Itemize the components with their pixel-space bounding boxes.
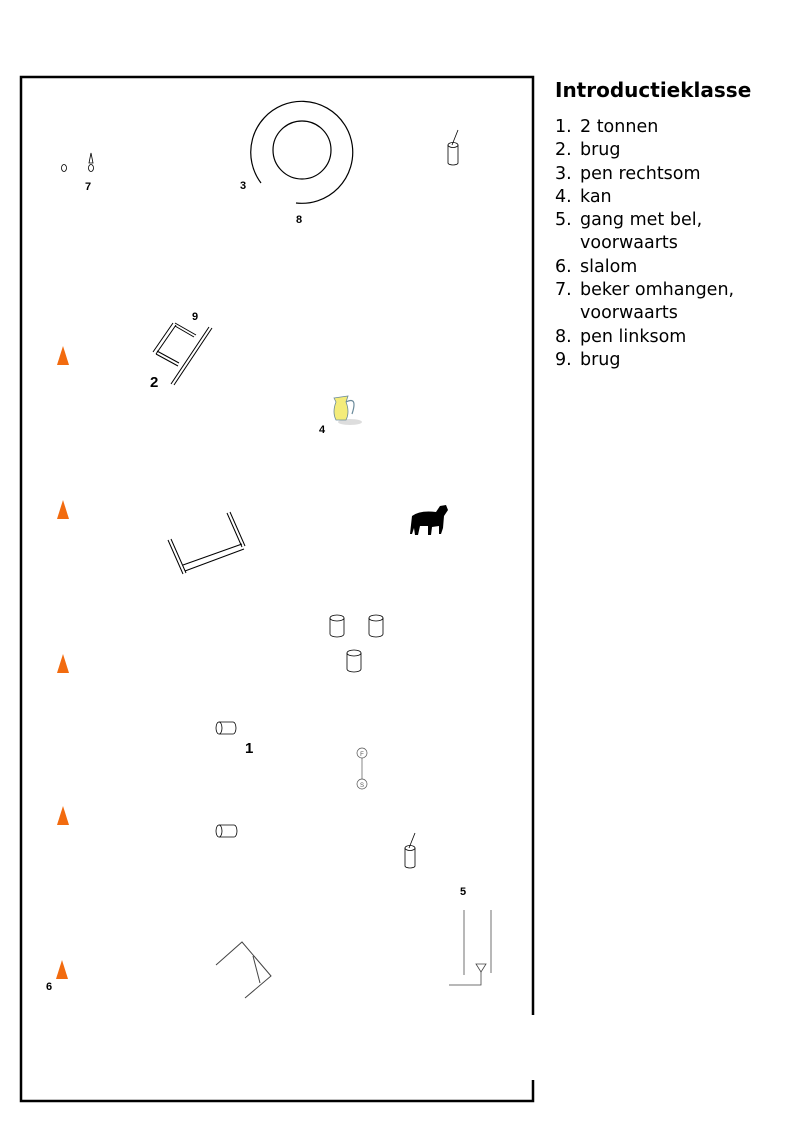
bridge-obstacle-top [152, 322, 213, 386]
legend-item: 9.brug [555, 349, 621, 370]
barrel-with-pole-icon [447, 129, 459, 166]
legend-item: 1.2 tonnen [555, 117, 659, 137]
slalom-cones [56, 346, 69, 979]
legend-item: 2.brug [555, 140, 621, 161]
cone-icon [57, 806, 69, 825]
cone-icon [56, 960, 68, 979]
corridor-with-bell [449, 910, 492, 986]
legend-item: 4.kan [555, 186, 612, 207]
jug-icon [333, 395, 362, 425]
legend: Introductieklasse 1.2 tonnen 2.brug 3.pe… [555, 78, 751, 372]
legend-list: 1.2 tonnen 2.brug 3.pen rechtsom 4.kan 5… [555, 116, 751, 372]
legend-item: 6.slalom [555, 256, 638, 277]
legend-item: 7.beker omhangen, voorwaarts [555, 280, 735, 324]
label-2: 2 [150, 374, 158, 391]
legend-item: 5.gang met bel, voorwaarts [555, 210, 703, 254]
start-finish-markers [356, 747, 368, 790]
barrels-group [329, 614, 384, 673]
label-5: 5 [460, 886, 466, 898]
barrel-with-pole-icon [404, 832, 416, 869]
cone-icon [57, 346, 69, 365]
pen-circles [250, 100, 354, 204]
cone-icon [57, 500, 69, 519]
label-6: 6 [46, 981, 52, 993]
label-9: 9 [192, 311, 198, 323]
legend-title: Introductieklasse [555, 78, 752, 102]
label-3: 3 [240, 180, 246, 192]
cone-icon [57, 654, 69, 673]
arena-border [19, 75, 535, 1103]
label-1: 1 [245, 740, 253, 757]
bridge-obstacle-bottom [215, 941, 272, 999]
label-7: 7 [85, 181, 91, 193]
finish-marker: F [360, 752, 364, 758]
legend-item: 3.pen rechtsom [555, 163, 701, 184]
cup-hanging-obstacle [61, 152, 94, 172]
label-4: 4 [319, 424, 326, 436]
legend-item: 8.pen linksom [555, 326, 687, 347]
start-marker: S [360, 783, 364, 789]
lying-barrels [215, 721, 238, 838]
label-8: 8 [296, 214, 302, 226]
bull-silhouette-icon [410, 505, 448, 535]
bridge-obstacle-middle [167, 511, 246, 575]
